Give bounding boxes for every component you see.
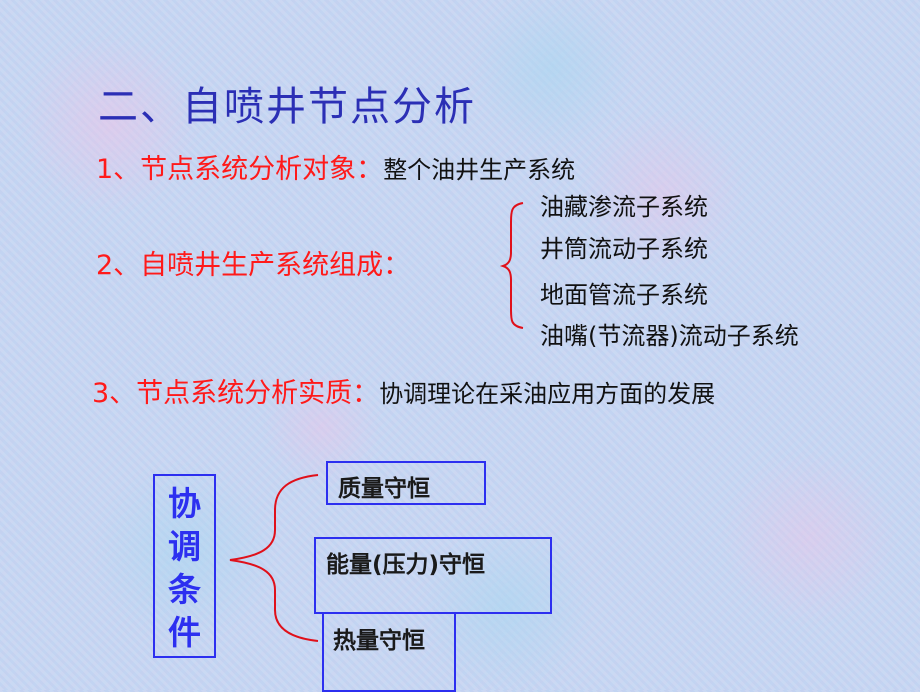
item-label: 3、节点系统分析实质：: [92, 378, 380, 409]
root-char: 件: [168, 613, 201, 652]
coordination-conditions-label: 协 调 条 件: [155, 482, 214, 654]
slide-title: 二、自喷井节点分析: [98, 84, 476, 130]
item-analysis-object: 1、节点系统分析对象：整个油井生产系统: [96, 147, 575, 186]
item-label: 1、节点系统分析对象：: [96, 154, 384, 185]
mass-conservation-box: 质量守恒: [326, 461, 486, 505]
item-value: 协调理论在采油应用方面的发展: [379, 380, 716, 408]
branch-label: 质量守恒: [338, 476, 430, 502]
item-system-composition-label: 2、自喷井生产系统组成：: [96, 250, 411, 281]
coordination-conditions-box: 协 调 条 件: [153, 474, 216, 658]
item-value: 整个油井生产系统: [383, 156, 576, 184]
root-char: 条: [168, 570, 201, 609]
branch-label: 热量守恒: [333, 628, 425, 654]
branch-label: 能量(压力)守恒: [326, 552, 486, 578]
heat-conservation-box: 热量守恒: [322, 612, 456, 692]
root-char: 协: [168, 484, 201, 523]
item-analysis-essence: 3、节点系统分析实质：协调理论在采油应用方面的发展: [92, 371, 715, 410]
subsystem-choke: 油嘴(节流器)流动子系统: [540, 322, 799, 350]
subsystem-reservoir: 油藏渗流子系统: [540, 193, 708, 221]
root-char: 调: [168, 527, 201, 566]
subsystem-surface-pipeline: 地面管流子系统: [540, 281, 708, 309]
energy-conservation-box: 能量(压力)守恒: [314, 537, 552, 614]
subsystem-wellbore: 井筒流动子系统: [540, 235, 708, 263]
